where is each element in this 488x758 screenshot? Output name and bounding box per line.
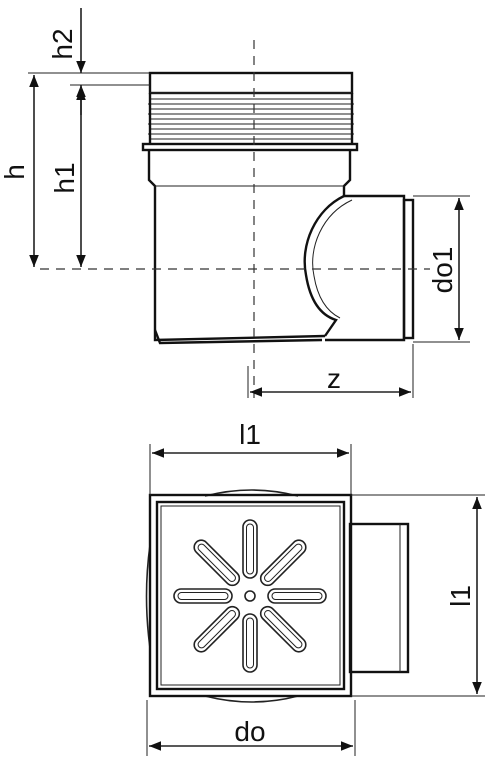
label-l1-right: l1 (445, 585, 476, 607)
label-do1: do1 (427, 247, 458, 294)
dimension-do: do (146, 700, 356, 756)
top-ring (148, 71, 354, 95)
label-do: do (234, 716, 265, 747)
label-z: z (327, 363, 341, 394)
thread-lines (148, 92, 354, 145)
slot (267, 588, 327, 604)
slot (259, 539, 307, 587)
slot (193, 539, 241, 587)
side-view: h2 h h1 do1 z (0, 8, 470, 398)
label-h: h (0, 164, 30, 180)
label-l1-top: l1 (239, 419, 261, 450)
dimension-l1-top: l1 (149, 419, 352, 495)
dimension-h1: h1 (49, 88, 86, 267)
body-outline (147, 150, 352, 342)
round-body-outline (204, 489, 299, 703)
top-view: l1 l1 do (145, 419, 485, 756)
round-body-left (145, 544, 151, 649)
side-outlet (325, 194, 406, 342)
center-hole (244, 590, 256, 602)
grate-slots (173, 519, 327, 673)
top-outlet (348, 522, 410, 674)
label-h1: h1 (49, 162, 80, 193)
label-h2: h2 (47, 28, 78, 59)
collar (141, 142, 359, 152)
slot (259, 605, 307, 653)
outlet-transition-inner (312, 199, 353, 319)
dimension-h: h (0, 72, 70, 267)
dimension-do1: do1 (413, 195, 470, 343)
slot (242, 519, 258, 579)
slot (242, 613, 258, 673)
bottom-lip (153, 329, 323, 345)
outlet-transition (303, 194, 345, 337)
slot (173, 588, 233, 604)
dimension-z: z (247, 344, 414, 398)
slot (193, 605, 241, 653)
dimension-l1-right: l1 (351, 494, 485, 697)
grate-frame-inner (155, 500, 346, 691)
grate-inner-border (160, 505, 341, 686)
grate-frame-outer (148, 493, 353, 698)
dimension-h2: h2 (47, 8, 150, 115)
